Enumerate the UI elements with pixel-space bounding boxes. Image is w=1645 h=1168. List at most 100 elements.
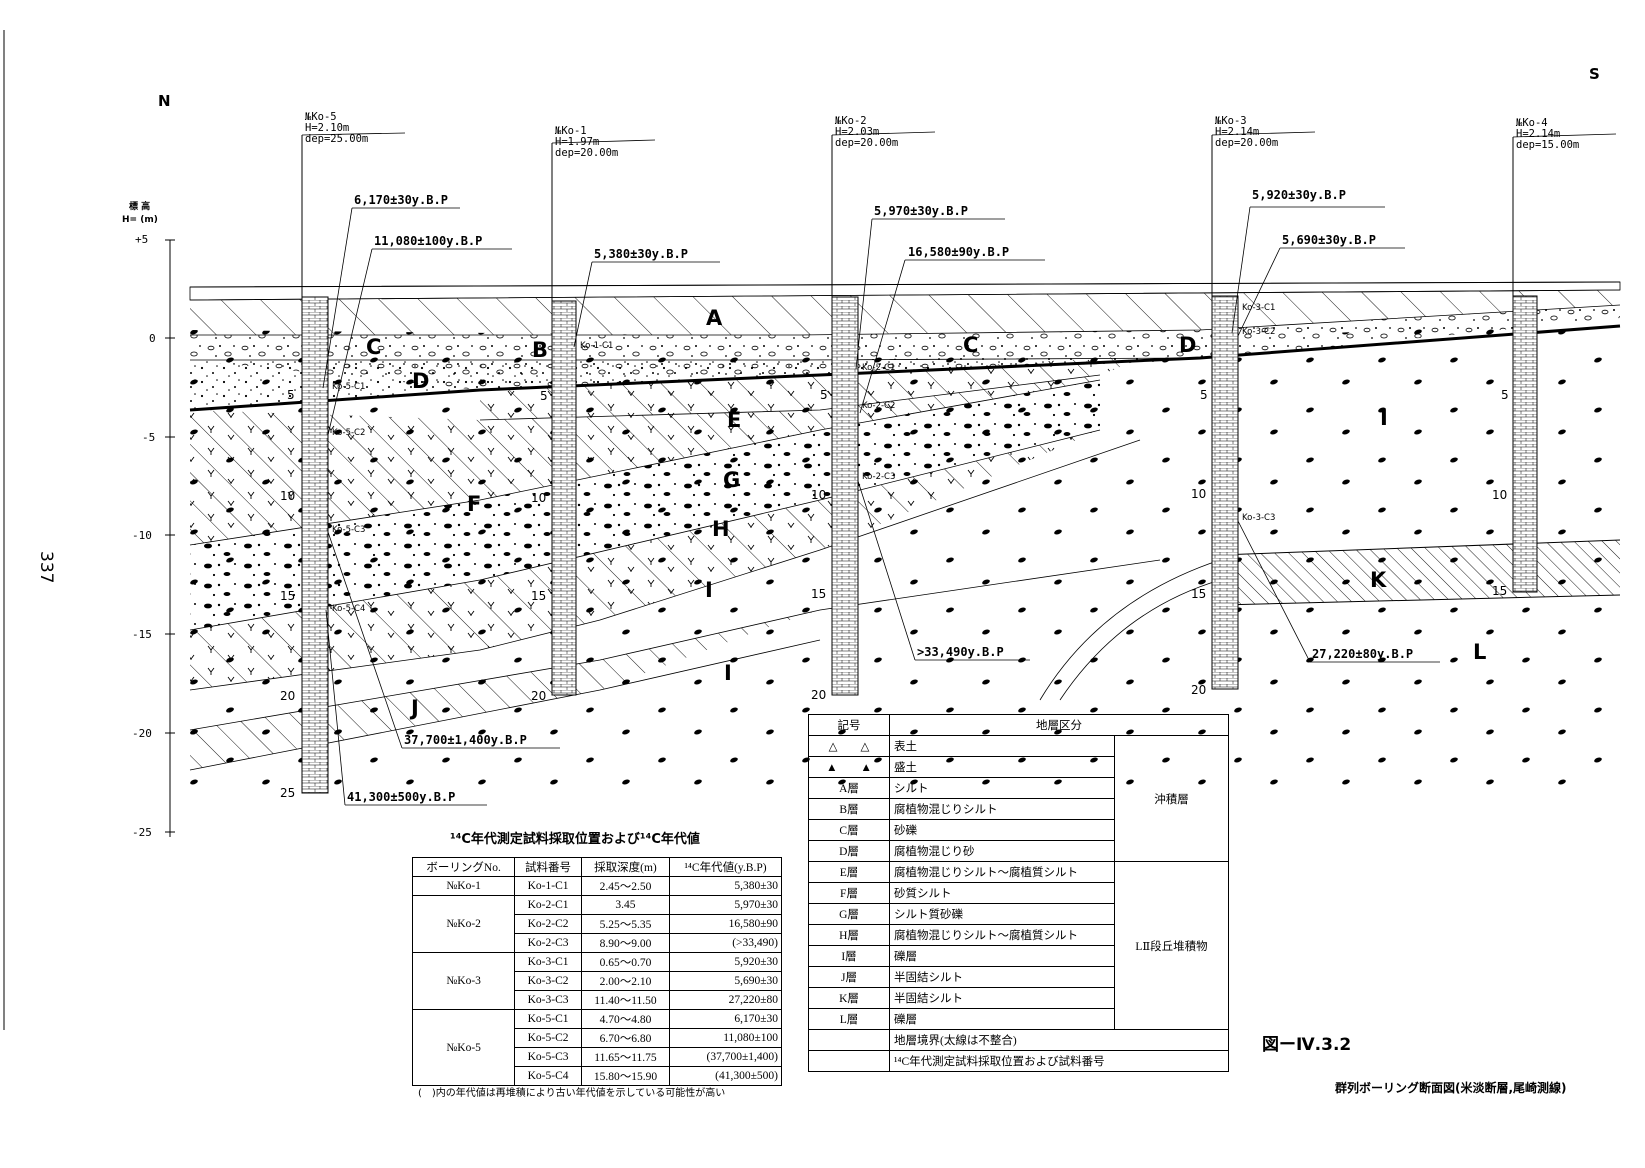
sample-label: Ko-1-C1 [580, 341, 614, 351]
sample-label: Ko-2-C2 [862, 401, 896, 411]
legend-symbol: A層 [808, 777, 890, 799]
legend-name: 盛土 [889, 756, 1115, 778]
layer-letter: D [412, 369, 430, 393]
sample-cell: Ko-5-C2 [514, 1028, 582, 1048]
triangle-open-icon: △ △ [828, 741, 870, 753]
depth-tick: 15 [531, 589, 547, 603]
figure-number: 図ーⅣ.3.2 [1262, 1035, 1352, 1055]
page-number: 337 [36, 551, 56, 584]
depth-tick: 15 [1492, 584, 1508, 598]
legend-row: J層 半固結シルト [808, 966, 1229, 988]
legend-name: 砂質シルト [889, 882, 1115, 904]
depth-cell: 8.90〜9.00 [580, 933, 671, 953]
legend-name: 半固結シルト [889, 966, 1115, 988]
legend-symbol: J層 [808, 966, 890, 988]
borehole-header-lines [301, 131, 1617, 144]
borehole-ko1 [551, 143, 577, 696]
topsoil-symbol: △ △ [808, 735, 890, 757]
legend-row: A層 シルト [808, 777, 1229, 799]
sample-label: Ko-5-C1 [332, 382, 366, 392]
age-table-title: ¹⁴C年代測定試料採取位置および¹⁴C年代値 [450, 832, 700, 847]
depth-tick: 10 [280, 489, 296, 503]
axis-label-line2: H= (m) [122, 215, 158, 225]
depth-tick: 10 [531, 491, 547, 505]
table-row: Ko-2-C3 8.90〜9.00 (>33,490) [413, 933, 782, 953]
borehole-depth: dep=20.00m [1215, 137, 1279, 149]
legend-name: 腐植物混じり砂 [889, 840, 1115, 862]
borehole-name: №Ko-1 [555, 125, 587, 137]
depth-cell: 11.65〜11.75 [580, 1047, 671, 1067]
borehole-name: №Ko-4 [1516, 117, 1548, 129]
depth-cell: 11.40〜11.50 [580, 990, 671, 1010]
boundary-symbol [808, 1029, 890, 1051]
age-cell: 6,170±30 [669, 1009, 782, 1029]
column-header: 採取深度(m) [580, 857, 671, 877]
legend-name: 腐植物混じりシルト〜腐植質シルト [889, 861, 1115, 883]
depth-cell: 2.00〜2.10 [580, 971, 671, 991]
layer-c [190, 305, 1620, 390]
layer-letter: K [1370, 568, 1387, 592]
sample-cell: Ko-5-C1 [514, 1009, 582, 1029]
age-cell: 16,580±90 [669, 914, 782, 934]
borehole-ko5 [301, 135, 329, 794]
depth-tick: 15 [280, 589, 296, 603]
age-callout: 5,380±30y.B.P [594, 247, 688, 261]
figure-caption: 群列ボーリング断面図(米淡断層,尾崎測線) [1335, 1081, 1567, 1095]
legend-row: ¹⁴C年代測定試料採取位置および試料番号 [808, 1050, 1229, 1072]
age-cell: 5,690±30 [669, 971, 782, 991]
legend-name: 礫層 [889, 945, 1115, 967]
borehole-depth: dep=15.00m [1516, 139, 1580, 151]
axis-tick-label: -20 [132, 727, 152, 740]
boring-cell: №Ko-3 [411, 952, 516, 1010]
layer-e-fill [480, 355, 1150, 420]
legend-name: 腐植物混じりシルト [889, 798, 1115, 820]
layer-boundaries [189, 281, 1621, 771]
age-callout: 41,300±500y.B.P [347, 790, 456, 804]
legend-row: G層 シルト質砂礫 [808, 903, 1229, 925]
layer-letter: E [727, 408, 742, 432]
age-cell: 5,920±30 [669, 952, 782, 972]
borehole-name: №Ko-5 [305, 111, 337, 123]
legend-row: D層 腐植物混じり砂 [808, 840, 1229, 862]
borehole-depth: dep=20.00m [555, 147, 619, 159]
legend-row: L層 礫層 [808, 1008, 1229, 1030]
borehole-header-ko5: №Ko-5 H=2.10m dep=25.00m [305, 112, 368, 145]
axis-tick-label: 0 [149, 332, 156, 345]
legend-row: E層 腐植物混じりシルト〜腐植質シルト LⅡ段丘堆積物 [808, 861, 1229, 1030]
sample-cell: Ko-2-C3 [514, 933, 582, 953]
borehole-name: №Ko-2 [835, 115, 867, 127]
elevation-axis [165, 239, 175, 837]
legend-row: I層 礫層 [808, 945, 1229, 967]
legend-name: シルト質砂礫 [889, 903, 1115, 925]
table-header-row: ボーリングNo. 試料番号 採取深度(m) ¹⁴C年代値(y.B.P) [411, 857, 782, 877]
layer-letter: F [467, 492, 482, 516]
layer-l [190, 540, 1620, 800]
sample-cell: Ko-3-C3 [514, 990, 582, 1010]
borehole-elevation: H=2.14m [1215, 126, 1260, 138]
sample-cell: Ko-5-C3 [514, 1047, 582, 1067]
depth-tick: 20 [1191, 683, 1207, 697]
depth-tick: 20 [531, 689, 547, 703]
depth-tick: 5 [1501, 388, 1509, 402]
legend-name: 半固結シルト [889, 987, 1115, 1009]
depth-cell: 3.45 [580, 895, 671, 915]
depth-cell: 4.70〜4.80 [580, 1009, 671, 1029]
borehole-header-ko2: №Ko-2 H=2.03m dep=20.00m [835, 116, 898, 149]
age-callout: 5,970±30y.B.P [874, 204, 968, 218]
depth-tick: 5 [1200, 388, 1208, 402]
borehole-depth: dep=20.00m [835, 137, 899, 149]
borehole-elevation: H=2.10m [305, 122, 350, 134]
depth-cell: 6.70〜6.80 [580, 1028, 671, 1048]
legend-group-upper: 沖積層 [1114, 735, 1229, 862]
table-row: №Ko-2 Ko-2-C1 3.45 5,970±30 [411, 895, 782, 953]
layer-letter: J [411, 696, 419, 720]
legend-name: ¹⁴C年代測定試料採取位置および試料番号 [889, 1050, 1229, 1072]
legend-row: △ △ 表土 沖積層 [808, 735, 1229, 862]
column-header: ボーリングNo. [411, 857, 516, 877]
legend-header: 記号 [808, 714, 890, 736]
table-row: Ko-2-C2 5.25〜5.35 16,580±90 [413, 914, 782, 934]
sample-cell: Ko-2-C2 [514, 914, 582, 934]
triangle-filled-icon: ▲ ▲ [826, 762, 872, 774]
legend-name: 腐植物混じりシルト〜腐植質シルト [889, 924, 1115, 946]
sample-cell: Ko-5-C4 [514, 1066, 582, 1086]
